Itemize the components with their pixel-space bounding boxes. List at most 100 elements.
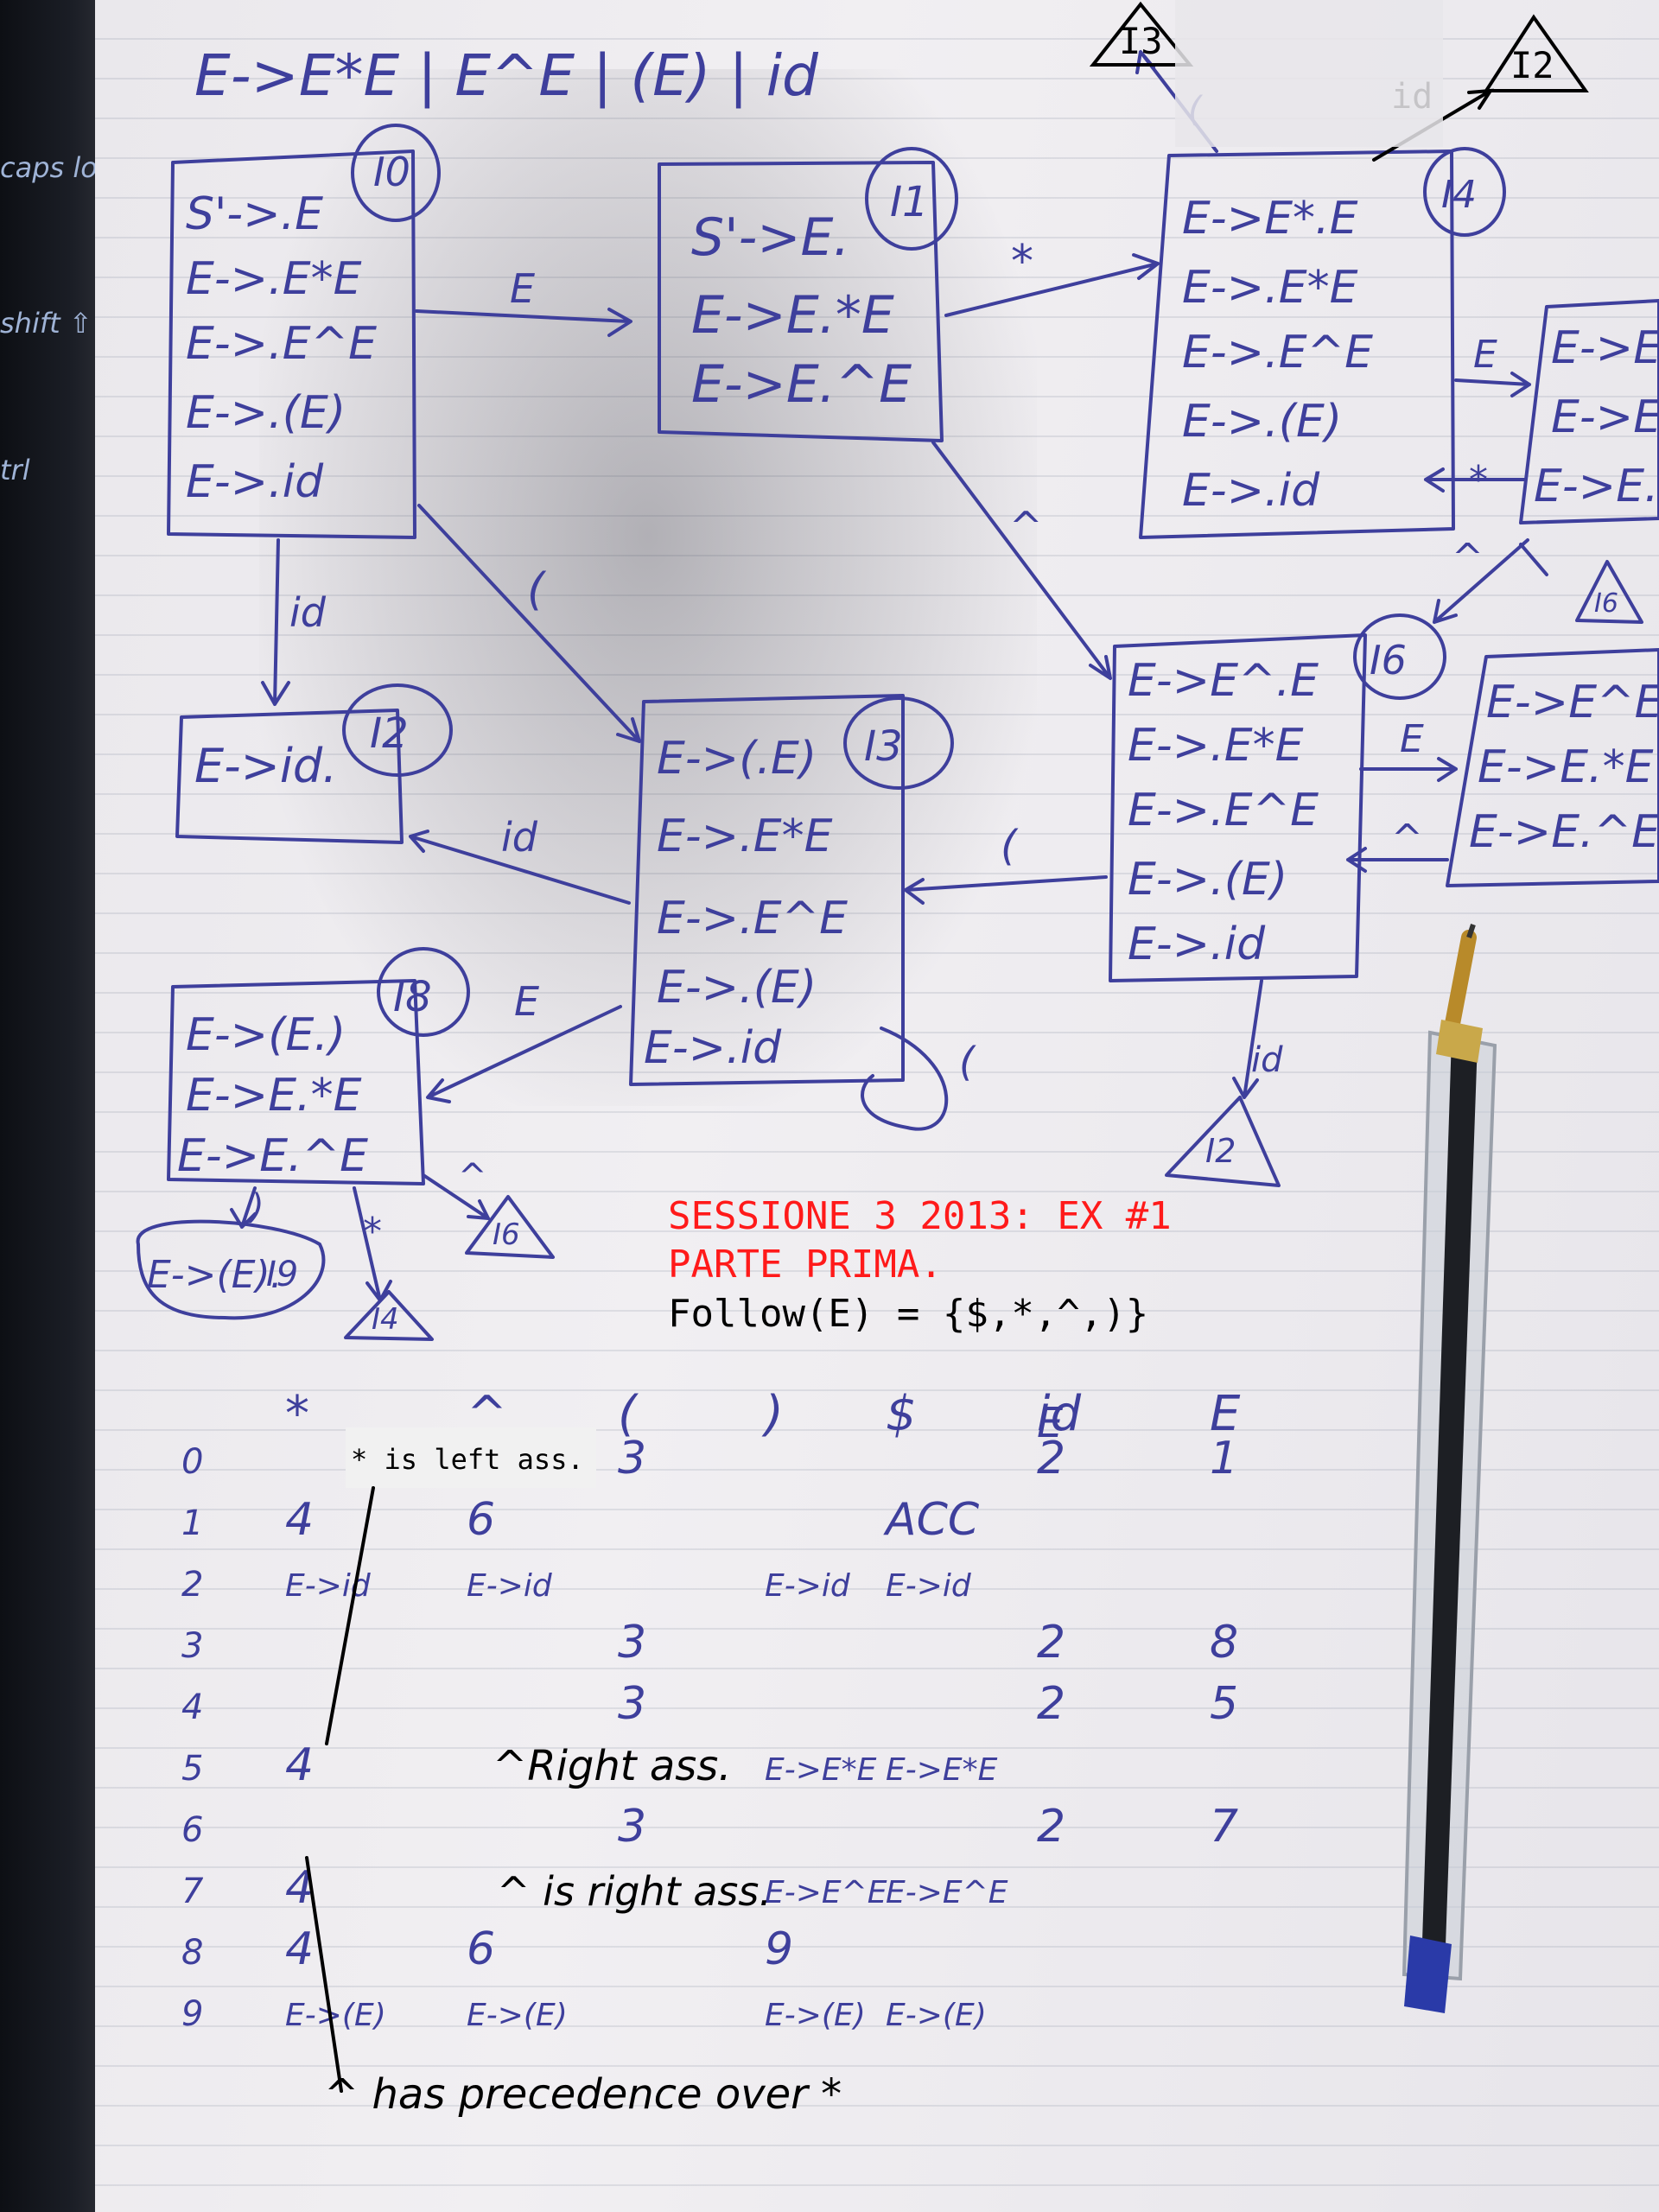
- ref-I6-right: [1575, 560, 1643, 624]
- state-item: E->E.^E: [1469, 806, 1659, 858]
- state-I0: I0 S'->.E E->.E*E E->.E^E E->.(E) E->.id: [167, 124, 441, 539]
- ref-I2-top: [1483, 14, 1589, 92]
- table-cell: E->(E): [886, 1998, 987, 2033]
- keyboard-edge: caps lo shift ⇧ trl: [0, 0, 104, 2212]
- table-row-number: 6: [181, 1810, 203, 1850]
- svg-text:I3: I3: [864, 722, 903, 771]
- table-cell: 8: [1210, 1617, 1238, 1669]
- table-row-number: 1: [181, 1503, 203, 1543]
- table-cell: 3: [618, 1433, 646, 1484]
- svg-text:^: ^: [458, 1157, 487, 1197]
- table-cell: E->E^E: [765, 1875, 887, 1910]
- state-item: E->.id: [644, 1022, 782, 1074]
- table-header-0: *: [285, 1386, 309, 1442]
- state-item: E->E: [1551, 322, 1659, 374]
- state-item: E->(.E): [657, 733, 817, 785]
- table-cell: 5: [1210, 1678, 1238, 1730]
- precedence-note: ^ has precedence over *: [324, 2070, 842, 2119]
- svg-text:^: ^: [1391, 817, 1423, 861]
- state-item: E->.(E): [1182, 396, 1342, 448]
- svg-text:E: E: [514, 978, 539, 1025]
- state-item: E->.(E): [186, 387, 346, 439]
- state-item: E->E.: [1551, 391, 1659, 443]
- state-item: E->.E^E: [1182, 327, 1373, 378]
- state-item: E->E.^: [1534, 461, 1659, 512]
- table-header-5: id: [1037, 1386, 1082, 1442]
- table-cell: E->(E): [467, 1998, 568, 2033]
- notebook-page: [95, 0, 1659, 2212]
- table-cell: E->E*E: [886, 1752, 998, 1788]
- table-row-number: 2: [181, 1565, 203, 1605]
- table-row-number: 9: [181, 1994, 203, 2034]
- state-item: E->.E*E: [1128, 720, 1304, 772]
- table-cell: 4: [285, 1923, 314, 1975]
- follow-set: Follow(E) = {$,*,^,)}: [668, 1292, 1148, 1336]
- table-cell: 1: [1210, 1433, 1238, 1484]
- table-cell: 2: [1037, 1617, 1065, 1669]
- table-cell: 6: [467, 1923, 495, 1975]
- state-I8: I8 E->(E.) E->E.*E E->E.^E: [167, 947, 470, 1185]
- svg-text:(: (: [1001, 822, 1019, 870]
- table-header-2: (: [618, 1386, 639, 1442]
- state-I4: I4 E->E*.E E->.E*E E->.E^E E->.(E) E->.i…: [1139, 147, 1506, 539]
- table-header-3: ): [761, 1386, 784, 1442]
- state-item: E->E^E.: [1486, 677, 1659, 728]
- ref-I6-a: [465, 1195, 555, 1259]
- table-header-6: E: [1210, 1386, 1241, 1442]
- state-item: E->.id: [186, 456, 324, 508]
- svg-text:I6: I6: [1594, 588, 1618, 619]
- svg-text:E: E: [510, 265, 535, 312]
- state-item: E->.E^E: [1128, 785, 1319, 836]
- table-notes: * is left ass. ^Right ass. ^ is right as…: [305, 1427, 842, 2119]
- ref-triangles: I3 I2 I2 I6 I4 I6: [344, 0, 1643, 1341]
- left-assoc-note: * is left ass.: [351, 1443, 584, 1476]
- table-row-number: 7: [181, 1872, 204, 1911]
- svg-text:): ): [248, 1187, 264, 1227]
- svg-text:I4: I4: [1441, 173, 1477, 217]
- state-item: E->.(E): [657, 962, 817, 1014]
- shift-key: shift ⇧: [0, 307, 92, 340]
- table-cell: E->E^E: [886, 1875, 1008, 1910]
- table-cell: E->(E): [285, 1998, 386, 2033]
- state-item: S'->E.: [691, 207, 850, 268]
- table-cell: E->(E): [765, 1998, 866, 2033]
- ref-I2-bottom: [1165, 1096, 1281, 1187]
- svg-text:I1: I1: [890, 178, 929, 226]
- svg-text:*: *: [1011, 236, 1033, 288]
- table-cell: 6: [467, 1494, 495, 1546]
- svg-text:I0: I0: [373, 149, 410, 195]
- bic-pen: [1402, 924, 1497, 2013]
- svg-text:id: id: [1251, 1040, 1283, 1080]
- state-item: E->.E^E: [186, 318, 377, 370]
- table-cell: 7: [1210, 1801, 1238, 1853]
- hand-shadow: [259, 69, 1037, 1106]
- state-I6: I6 E->E^.E E->.E*E E->.E^E E->.(E) E->.i…: [1109, 613, 1446, 982]
- state-item: E->(E).: [147, 1253, 283, 1297]
- svg-text:I2: I2: [1205, 1132, 1236, 1170]
- state-item: E->E.*E: [1478, 741, 1654, 793]
- svg-text:I4: I4: [372, 1302, 399, 1337]
- state-item: E->id.: [194, 739, 337, 793]
- table-cell: 2: [1037, 1678, 1065, 1730]
- exercise-title: SESSIONE 3 2013: EX #1: [668, 1194, 1172, 1238]
- table-cell: 9: [765, 1923, 793, 1975]
- state-item: E->.E^E: [657, 893, 848, 944]
- svg-text:*: *: [363, 1210, 382, 1254]
- state-item: E->(E.): [186, 1009, 346, 1061]
- table-cell: E->id: [886, 1568, 972, 1604]
- svg-text:(: (: [527, 564, 547, 616]
- svg-text:^: ^: [1009, 503, 1043, 550]
- grammar-text: E->E*E | E^E | (E) | id: [194, 42, 819, 109]
- state-item: E->E.*E: [186, 1070, 362, 1122]
- svg-text:(: (: [959, 1039, 976, 1085]
- exercise-subtitle: PARTE PRIMA.: [668, 1243, 943, 1287]
- svg-text:I3: I3: [1119, 20, 1163, 62]
- state-item: E->.E*E: [1182, 262, 1358, 314]
- svg-text:*: *: [1469, 458, 1488, 502]
- state-item: E->E*.E: [1182, 193, 1358, 245]
- table-cell: ACC: [883, 1494, 980, 1546]
- svg-text:E: E: [1400, 717, 1424, 761]
- table-cell: 2: [1037, 1801, 1065, 1853]
